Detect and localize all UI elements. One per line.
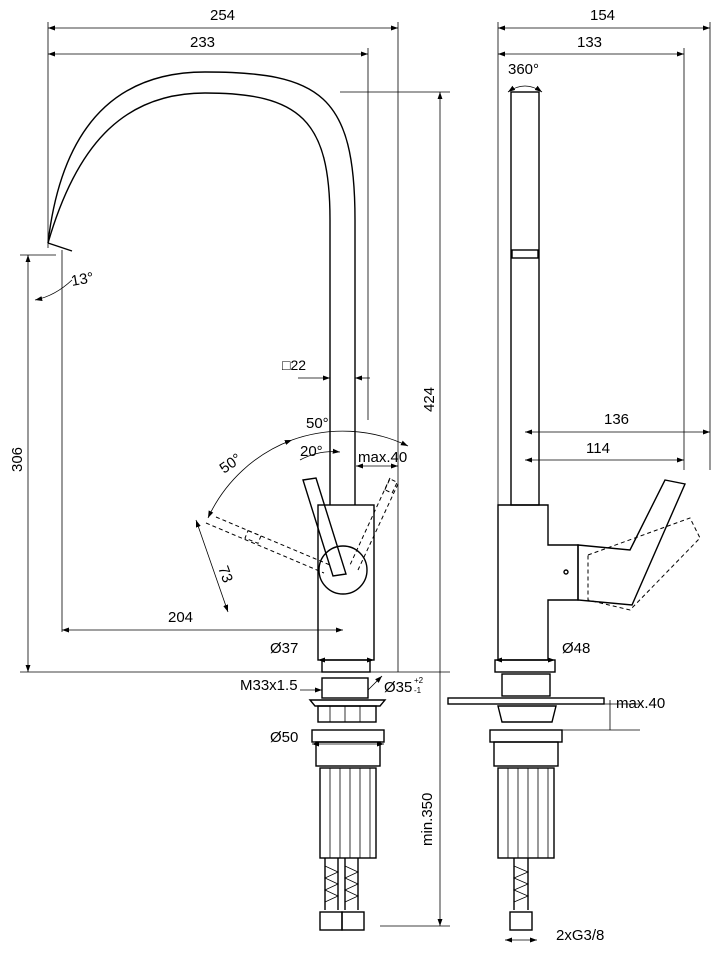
overall-depth-label: 154 [590,7,615,24]
square-section-label: □22 [282,357,306,373]
spout [47,71,356,505]
lever [205,477,399,577]
lever-angle-inner-label: 20° [300,443,323,460]
total-height-label: 424 [421,387,438,412]
hole-tol-minus-label: -1 [414,686,422,695]
side-mounting-parts [447,673,605,931]
dimension-labels-front: 254 233 13° □22 50° 50° 20° max.40 424 3… [9,7,438,846]
lever-reach-label: 136 [604,411,629,428]
dimension-labels-side: 154 133 360° 136 114 Ø48 max.40 2xG3/8 [508,7,665,944]
hose-length-label: min.350 [419,793,436,846]
lever-angle-left-label: 50° [217,450,245,477]
hole-tol-plus-label: +2 [414,676,424,685]
front-view: 254 233 13° □22 50° 50° 20° max.40 424 3… [9,7,450,931]
lever-depth-label: 114 [586,440,610,457]
mounting-parts [308,677,387,859]
deck-thickness-label: max.40 [616,695,665,712]
spout-angle-label: 13° [70,269,95,290]
extension-lines-side [497,22,711,505]
lever-clearance-label: max.40 [358,449,407,466]
thread-label: M33x1.5 [240,677,298,694]
lever-angle-outer-label: 50° [306,415,329,432]
spout-reach-label: 233 [190,34,215,51]
side-view: 154 133 360° 136 114 Ø48 max.40 2xG3/8 [447,7,711,944]
supply-hoses [319,858,365,931]
spout-height-label: 306 [9,447,26,472]
spout-depth-label: 133 [577,34,602,51]
side-body-diameter-label: Ø48 [562,640,590,657]
hole-diameter-label: Ø35 [384,679,412,696]
nut-diameter-label: Ø50 [270,729,298,746]
lever-length-label: 73 [214,564,236,585]
overall-width-label: 254 [210,7,235,24]
rotation-label: 360° [508,61,539,78]
body-diameter-label: Ø37 [270,640,298,657]
connection-label: 2xG3/8 [556,927,604,944]
side-body [494,479,701,673]
dimension-lines-front [25,25,443,926]
dimension-lines-side [495,25,710,943]
spout-offset-label: 204 [168,609,193,626]
side-spout [510,91,540,506]
